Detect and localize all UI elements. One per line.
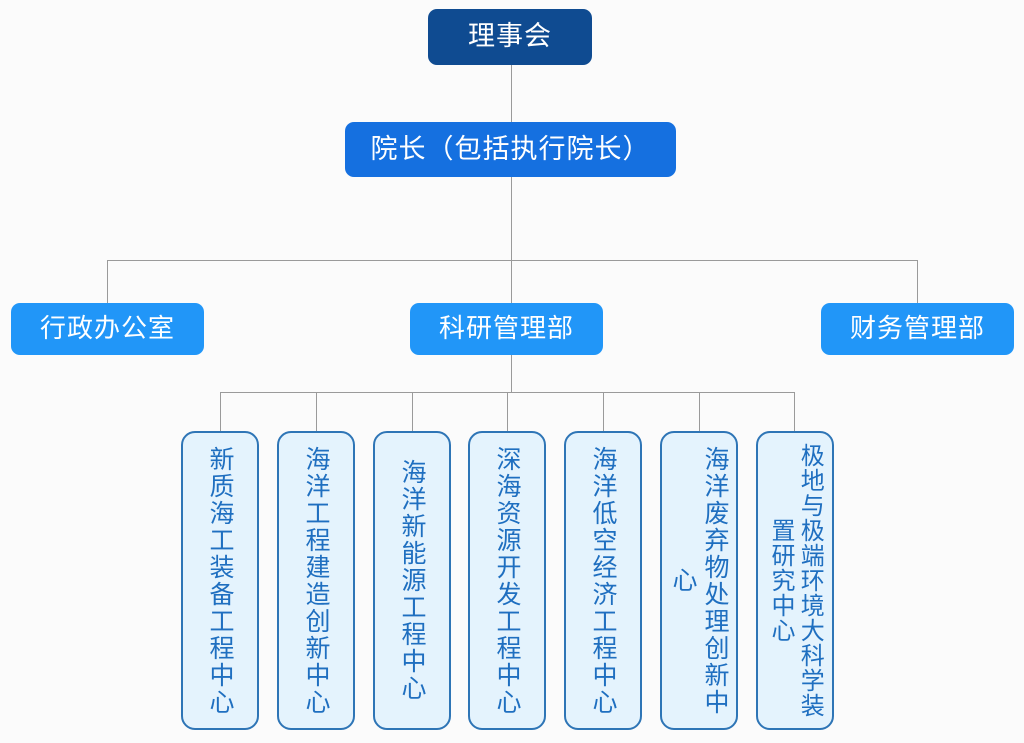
connector-drop-center-3 — [412, 392, 413, 431]
node-center-deep-sea-resource-development[interactable]: 深海资源开发工程中心 — [468, 431, 546, 730]
connector-departments-bus — [107, 260, 918, 261]
node-president[interactable]: 院长（包括执行院长） — [345, 122, 676, 177]
connector-drop-center-5 — [603, 392, 604, 431]
node-board-label: 理事会 — [468, 21, 552, 52]
node-research-management-dept[interactable]: 科研管理部 — [410, 303, 603, 355]
connector-drop-center-6 — [699, 392, 700, 431]
connector-drop-center-2 — [316, 392, 317, 431]
node-center-3-label: 海洋新能源工程中心 — [398, 459, 426, 702]
node-center-marine-new-energy[interactable]: 海洋新能源工程中心 — [373, 431, 451, 730]
connector-drop-center-4 — [507, 392, 508, 431]
connector-drop-finance-mgmt — [917, 260, 918, 303]
connector-drop-research-mgmt — [511, 260, 512, 303]
node-center-1-label: 新质海工装备工程中心 — [206, 445, 234, 716]
node-center-5-label: 海洋低空经济工程中心 — [589, 445, 617, 716]
node-board-of-directors[interactable]: 理事会 — [428, 9, 592, 65]
node-president-label: 院长（包括执行院长） — [370, 133, 651, 164]
node-center-new-quality-marine-equipment[interactable]: 新质海工装备工程中心 — [181, 431, 259, 730]
node-center-7-label: 极地与极端环境大科学装置研究中心 — [767, 443, 824, 718]
node-center-6-label: 海洋废弃物处理创新中心 — [669, 445, 729, 716]
connector-board-to-president — [511, 65, 512, 122]
node-center-2-label: 海洋工程建造创新中心 — [302, 445, 330, 716]
node-center-marine-low-altitude-economy[interactable]: 海洋低空经济工程中心 — [564, 431, 642, 730]
node-center-4-label: 深海资源开发工程中心 — [493, 445, 521, 716]
node-finance-management-dept-label: 财务管理部 — [849, 313, 985, 344]
node-center-polar-extreme-environment-facility[interactable]: 极地与极端环境大科学装置研究中心 — [756, 431, 834, 730]
node-administrative-office-label: 行政办公室 — [39, 313, 175, 344]
node-research-management-dept-label: 科研管理部 — [438, 313, 574, 344]
node-finance-management-dept[interactable]: 财务管理部 — [821, 303, 1014, 355]
node-center-marine-waste-treatment[interactable]: 海洋废弃物处理创新中心 — [660, 431, 738, 730]
connector-drop-center-7 — [794, 392, 795, 431]
connector-drop-admin-office — [107, 260, 108, 303]
node-administrative-office[interactable]: 行政办公室 — [11, 303, 204, 355]
node-center-marine-engineering-construction[interactable]: 海洋工程建造创新中心 — [277, 431, 355, 730]
connector-president-down — [511, 177, 512, 260]
connector-drop-center-1 — [220, 392, 221, 431]
connector-research-mgmt-down — [511, 355, 512, 393]
